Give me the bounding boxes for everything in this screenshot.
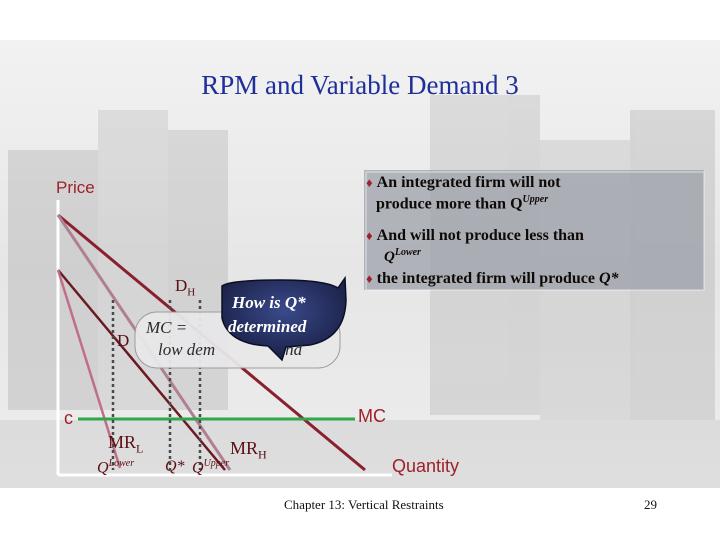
bullet-1: ♦An integrated firm will not	[366, 174, 561, 191]
slide-footer: Chapter 13: Vertical Restraints	[284, 497, 444, 512]
cost-label: c	[64, 408, 73, 428]
diamond-bullet-icon: ♦	[366, 271, 373, 286]
diamond-bullet-icon: ♦	[366, 175, 373, 190]
q-lower-label: QLower	[97, 458, 135, 477]
demand-high-label: DH	[175, 276, 196, 299]
slide-title: RPM and Variable Demand 3	[201, 70, 519, 100]
callout-front-line2: determined	[228, 317, 307, 336]
demand-low-line	[57, 269, 226, 471]
bullet-2: ♦And will not produce less than	[366, 227, 584, 244]
q-upper-label: QUpper	[192, 458, 230, 477]
mr-high-label: MRH	[230, 438, 267, 462]
mr-low-line	[56, 269, 122, 469]
q-star-label: Q*	[165, 458, 185, 475]
callout-front-bubble	[221, 275, 347, 362]
top-band	[0, 0, 720, 40]
bullet-3: ♦the integrated firm will produce Q*	[366, 270, 619, 287]
callout-front-line1: How is Q*	[232, 293, 306, 312]
footer-strip	[0, 488, 720, 540]
bullet-box	[364, 170, 704, 290]
mc-label: MC	[358, 406, 386, 426]
price-axis-label: Price	[56, 178, 95, 197]
quantity-axis-label: Quantity	[392, 456, 460, 476]
callout-back-line1: MC =	[146, 318, 188, 337]
diamond-bullet-icon: ♦	[366, 228, 373, 243]
demand-low-label: D	[117, 331, 130, 350]
bullet-1-line2: produce more than QUpper	[376, 194, 549, 213]
mr-low-label: MRL	[108, 432, 144, 456]
bullet-list: ♦An integrated firm will not produce mor…	[364, 172, 704, 292]
bullet-2-line2: QLower	[384, 247, 421, 265]
page-number: 29	[644, 497, 657, 512]
